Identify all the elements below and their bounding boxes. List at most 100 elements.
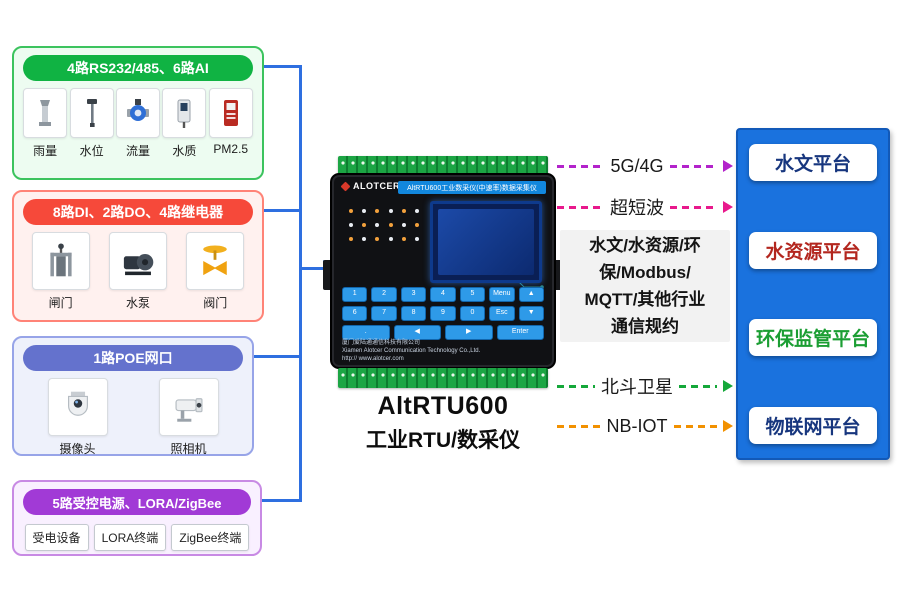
protocol-note: 水文/水资源/环 保/Modbus/ MQTT/其他行业 通信规约 xyxy=(560,230,730,342)
platform-water-resources: 水资源平台 xyxy=(749,231,877,269)
item-label: 水泵 xyxy=(125,296,150,310)
dashed-line xyxy=(670,205,717,209)
item-label: 阀门 xyxy=(203,296,228,310)
link-label: 北斗卫星 xyxy=(601,377,673,397)
keypad-key[interactable]: 0 xyxy=(459,306,486,321)
sensor-item: 雨量 xyxy=(23,88,68,159)
device-front-panel: ALOTCER AltRTU600工业数采仪(中速率)数据采集仪 1 2 3 4… xyxy=(330,173,556,369)
item-label: 照相机 xyxy=(170,442,207,456)
group-digital-io: 8路DI、2路DO、4路继电器 闸门 水泵 阀门 xyxy=(12,190,264,322)
rain-gauge-icon xyxy=(39,100,52,126)
keypad-key[interactable]: 2 xyxy=(371,287,397,302)
actuator-card xyxy=(31,232,90,290)
actuator-item: 水泵 xyxy=(108,232,167,311)
group-analog-inputs: 4路RS232/485、6路AI 雨量 水位 流量 xyxy=(12,46,264,180)
keypad-key-down[interactable]: ▼ xyxy=(518,306,544,321)
actuator-item: 闸门 xyxy=(31,232,90,311)
keypad-key[interactable]: 4 xyxy=(430,287,456,302)
connector-stub-4 xyxy=(262,499,300,502)
platform-environmental-supervision: 环保监管平台 xyxy=(749,319,877,357)
camera-card xyxy=(158,378,219,436)
led-icon xyxy=(388,223,393,227)
dashed-line xyxy=(557,164,605,168)
led-icon xyxy=(348,209,353,213)
led-icon xyxy=(415,209,420,213)
keypad-key-right[interactable]: ▶ xyxy=(445,325,493,340)
group-title: 1路POE网口 xyxy=(23,345,243,371)
brand-logo: ALOTCER xyxy=(340,181,400,191)
group-items: 闸门 水泵 阀门 xyxy=(14,230,262,313)
water-pump-icon xyxy=(123,253,154,276)
led-icon xyxy=(401,237,406,241)
ptz-camera-icon xyxy=(67,391,88,416)
arrowhead-icon xyxy=(723,160,733,172)
keypad-key[interactable]: 9 xyxy=(430,306,456,321)
item-label: 摄像头 xyxy=(59,442,96,456)
link-uhf-radio: 超短波 xyxy=(557,197,733,218)
led-icon xyxy=(348,223,353,227)
device-model-name: AltRTU600 xyxy=(377,392,509,420)
sensor-card xyxy=(208,88,253,138)
device-type-name: 工业RTU/数采仪 xyxy=(366,429,520,452)
brand-name: ALOTCER xyxy=(353,181,400,191)
keypad-key-menu[interactable]: Menu xyxy=(489,287,515,302)
group-controlled-power: 5路受控电源、LORA/ZigBee 受电设备 LORA终端 ZigBee终端 xyxy=(12,480,262,556)
led-icon xyxy=(401,209,406,213)
keypad-key-esc[interactable]: Esc xyxy=(489,306,515,321)
keypad-key[interactable]: 5 xyxy=(459,287,486,302)
actuator-item: 阀门 xyxy=(186,232,245,311)
sensor-card xyxy=(162,88,207,138)
sensor-item: 水质 xyxy=(162,88,207,159)
bullet-camera-icon xyxy=(174,398,203,422)
platform-iot: 物联网平台 xyxy=(749,406,877,444)
keypad-row: 6 7 8 9 0 Esc ▼ xyxy=(342,306,544,321)
led-icon xyxy=(361,209,366,213)
platform-panel: 水文平台 水资源平台 环保监管平台 物联网平台 xyxy=(736,128,890,460)
powered-device-chip: 受电设备 xyxy=(24,524,89,551)
water-level-icon xyxy=(86,99,97,127)
device-company-text: 厦门爱陆通通信科技有限公司 Xiamen Alotcer Communicati… xyxy=(342,339,480,363)
sensor-card xyxy=(23,88,68,138)
link-label: NB-IOT xyxy=(606,415,668,436)
dashed-line xyxy=(673,424,717,428)
dashed-line xyxy=(669,164,717,168)
keypad-row: . ◀ ▶ Enter xyxy=(342,325,544,340)
terminal-block-top xyxy=(338,156,548,176)
link-nb-iot: NB-IOT xyxy=(557,416,733,436)
keypad-key[interactable]: 8 xyxy=(400,306,427,321)
keypad-key-enter[interactable]: Enter xyxy=(496,325,544,340)
sluice-gate-icon xyxy=(50,243,72,277)
brand-mark-icon xyxy=(340,181,351,191)
item-label: 雨量 xyxy=(33,144,58,158)
group-title: 5路受控电源、LORA/ZigBee xyxy=(23,489,251,515)
led-icon xyxy=(375,237,380,241)
keypad: 1 2 3 4 5 Menu ▲ 6 7 8 9 0 Esc ▼ xyxy=(342,287,544,340)
dashed-line xyxy=(679,384,717,388)
camera-item: 摄像头 xyxy=(47,378,108,457)
keypad-key[interactable]: 1 xyxy=(342,287,368,302)
keypad-key-up[interactable]: ▲ xyxy=(518,287,544,302)
keypad-key[interactable]: 6 xyxy=(342,306,368,321)
dashed-line xyxy=(557,205,604,209)
sensor-card xyxy=(69,88,114,138)
led-icon xyxy=(415,223,420,227)
dashed-line xyxy=(557,384,595,388)
keypad-key-left[interactable]: ◀ xyxy=(393,325,441,340)
keypad-key[interactable]: 7 xyxy=(371,306,397,321)
connector-stub-1 xyxy=(264,65,300,68)
keypad-key[interactable]: 3 xyxy=(400,287,427,302)
led-indicators xyxy=(344,209,424,241)
arrowhead-icon xyxy=(723,201,733,213)
protocol-line: MQTT/其他行业 xyxy=(584,290,706,309)
link-label: 超短波 xyxy=(610,198,664,218)
led-icon xyxy=(348,237,353,241)
item-label: 流量 xyxy=(125,144,150,158)
group-items: 受电设备 LORA终端 ZigBee终端 xyxy=(14,520,260,553)
group-title: 4路RS232/485、6路AI xyxy=(23,55,253,81)
keypad-key[interactable]: . xyxy=(342,325,390,340)
device-model-banner: AltRTU600工业数采仪(中速率)数据采集仪 xyxy=(398,181,546,194)
led-icon xyxy=(388,237,393,241)
link-5g-4g: 5G/4G xyxy=(557,156,733,176)
sensor-item: 水位 xyxy=(69,88,114,159)
item-label: 水位 xyxy=(79,144,104,158)
